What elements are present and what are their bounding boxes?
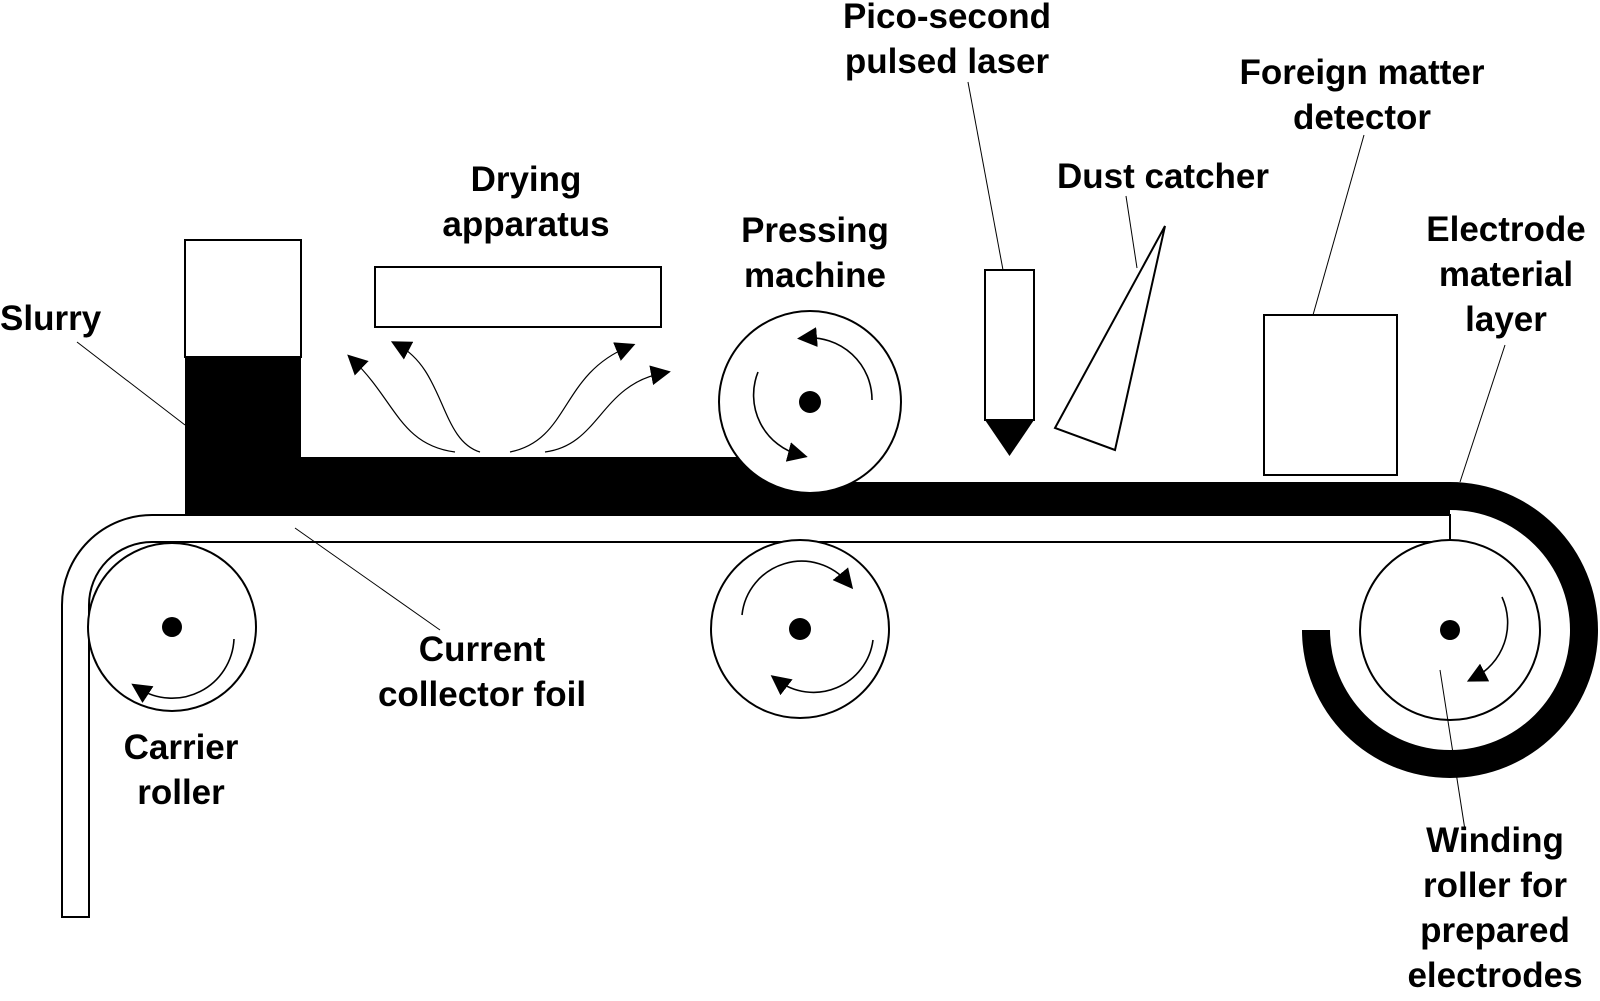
label-winding-line2: roller for xyxy=(1423,866,1567,905)
label-drying-line2: apparatus xyxy=(442,205,609,244)
pressing-roller-bottom xyxy=(710,539,890,719)
label-electrode-line1: Electrode xyxy=(1426,210,1586,249)
electrode-material-layer xyxy=(185,357,1598,778)
label-dust-catcher: Dust catcher xyxy=(1057,157,1269,196)
label-electrode-line2: material xyxy=(1439,255,1573,294)
heat-flow-arrows xyxy=(347,341,671,453)
carrier-roller xyxy=(87,542,257,712)
label-carrier-line2: roller xyxy=(137,773,225,812)
label-drying-line1: Drying xyxy=(471,160,582,199)
pressing-roller-top xyxy=(718,310,902,494)
label-laser-line1: Pico-second xyxy=(843,0,1051,36)
leader-lines xyxy=(76,81,1506,831)
label-winding-line1: Winding xyxy=(1426,821,1564,860)
label-carrier-line1: Carrier xyxy=(124,728,239,767)
label-electrode-line3: layer xyxy=(1465,300,1547,339)
winding-roller xyxy=(1359,539,1541,721)
slurry-hopper xyxy=(184,239,302,358)
label-winding-line4: electrodes xyxy=(1407,956,1582,995)
pulsed-laser xyxy=(984,269,1035,456)
label-pressing-line2: machine xyxy=(744,256,886,295)
label-laser-line2: pulsed laser xyxy=(845,42,1050,81)
label-detector-line2: detector xyxy=(1293,98,1431,137)
label-foil-line2: collector foil xyxy=(378,675,586,714)
label-slurry: Slurry xyxy=(0,299,102,338)
dust-catcher xyxy=(1053,225,1166,452)
label-winding-line3: prepared xyxy=(1420,911,1570,950)
drying-apparatus xyxy=(374,266,662,328)
foreign-matter-detector xyxy=(1263,314,1398,476)
label-foil-line1: Current xyxy=(419,630,546,669)
label-pressing-line1: Pressing xyxy=(741,211,889,250)
label-detector-line1: Foreign matter xyxy=(1239,53,1484,92)
